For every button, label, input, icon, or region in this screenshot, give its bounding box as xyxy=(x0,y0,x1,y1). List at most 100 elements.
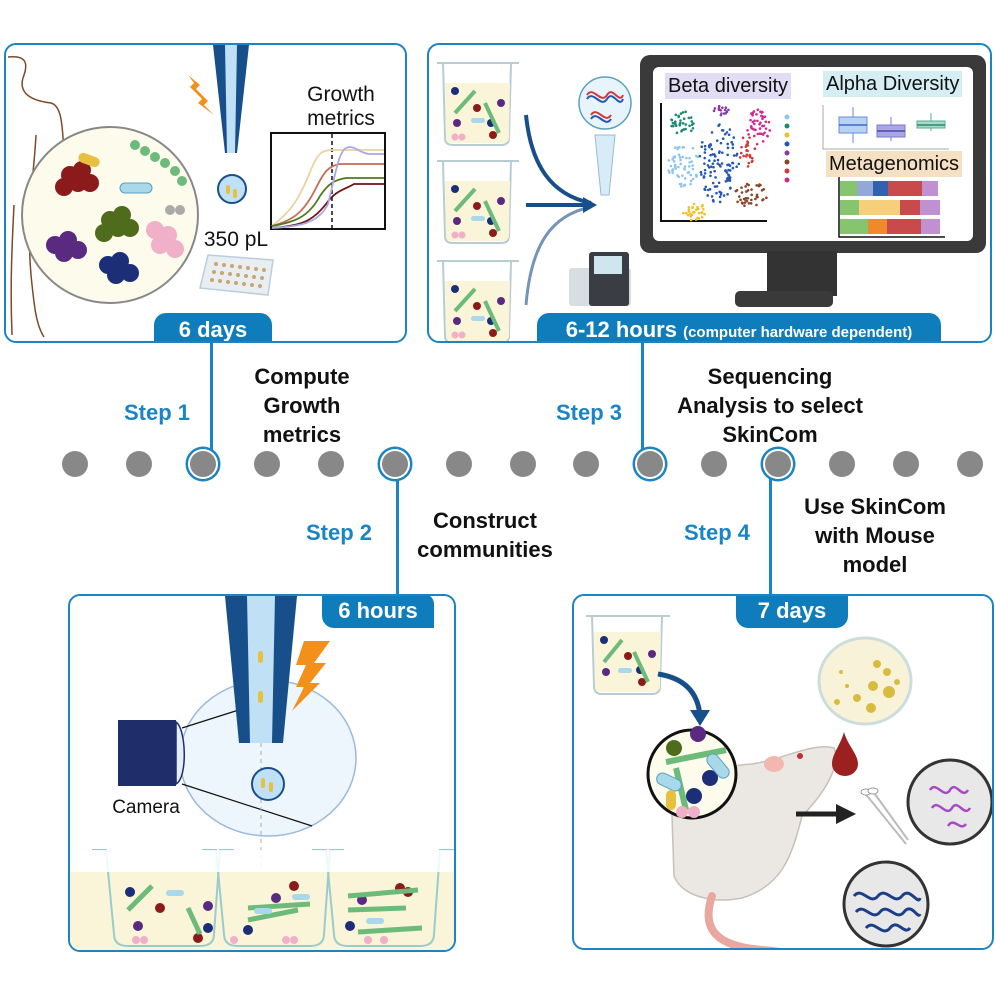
scatter-point xyxy=(764,127,768,130)
panel-step4: 7 days xyxy=(572,594,994,950)
scatter-point xyxy=(671,158,674,161)
scatter-point xyxy=(749,118,752,122)
legend-marker xyxy=(784,159,790,165)
scatter-point xyxy=(713,185,717,188)
growth-chart-title: Growth metrics xyxy=(307,83,375,130)
timeline-dot xyxy=(957,451,983,477)
scatter-point xyxy=(717,181,721,185)
scatter-point xyxy=(750,188,753,191)
scatter-point xyxy=(731,166,735,170)
scatter-point xyxy=(755,195,759,199)
growth-curve xyxy=(271,146,384,229)
scatter-point xyxy=(681,174,684,177)
scatter-point xyxy=(732,136,736,139)
scatter-point xyxy=(719,141,723,145)
scatter-point xyxy=(740,186,743,189)
panel-step2: Camera 6 hours xyxy=(68,594,456,952)
scatter-point xyxy=(689,173,693,177)
scatter-point xyxy=(670,124,673,128)
scatter-point xyxy=(670,118,673,121)
scatter-point xyxy=(687,165,691,168)
scatter-point xyxy=(677,165,680,169)
scatter-point xyxy=(743,198,747,201)
scatter-point xyxy=(688,124,691,128)
scatter-point xyxy=(725,110,729,114)
scatter-point xyxy=(688,156,691,160)
scatter-point xyxy=(691,206,695,209)
scatter-point xyxy=(703,168,707,172)
stacked-bar-segment xyxy=(921,219,940,234)
scatter-point xyxy=(746,140,749,143)
scatter-point xyxy=(694,208,698,211)
scatter-point xyxy=(674,124,678,128)
duration-badge-step1: 6 days xyxy=(154,313,272,341)
micropipette-needle-icon xyxy=(213,45,249,153)
droplet-icon xyxy=(217,174,247,204)
culture-beakers-icon xyxy=(435,62,521,341)
monitor-base xyxy=(735,291,833,307)
step3-description: Sequencing Analysis to select SkinCom xyxy=(677,364,863,447)
duration-note-step3: (computer hardware dependent) xyxy=(683,324,913,341)
scatter-point xyxy=(709,142,712,146)
duration-badge-step3: 6-12 hours (computer hardware dependent) xyxy=(537,313,941,341)
scatter-point xyxy=(700,205,704,208)
scatter-point xyxy=(731,161,734,165)
scatter-point xyxy=(672,160,676,163)
scatter-point xyxy=(683,177,687,180)
legend-marker xyxy=(784,123,790,129)
scatter-point xyxy=(681,111,685,114)
scatter-point xyxy=(755,193,759,197)
scatter-point xyxy=(695,154,698,158)
scatter-point xyxy=(758,122,761,126)
swab-icon xyxy=(860,787,909,845)
scatter-point xyxy=(688,161,691,164)
scatter-point xyxy=(755,184,759,187)
scatter-point xyxy=(740,201,744,205)
camera-icon xyxy=(118,720,185,786)
scatter-point xyxy=(727,108,730,112)
step1-description: Compute Growth metrics xyxy=(254,364,350,447)
scatter-point xyxy=(681,122,685,125)
scatter-point xyxy=(681,155,685,159)
legend-marker xyxy=(784,150,790,156)
scatter-point xyxy=(719,165,722,168)
scatter-point xyxy=(690,160,694,163)
stacked-bar-segment xyxy=(868,219,887,234)
scatter-point xyxy=(683,167,686,171)
scatter-point xyxy=(718,200,722,204)
scatter-point xyxy=(673,146,677,149)
scatter-point xyxy=(713,169,716,173)
dna-sample-circle-icon xyxy=(842,860,930,948)
scatter-point xyxy=(703,162,706,165)
pooling-arrows-icon xyxy=(524,114,597,306)
petri-dish-icon xyxy=(817,636,913,726)
scatter-point xyxy=(758,127,762,130)
scatter-point xyxy=(710,195,714,198)
scatter-point xyxy=(755,113,758,116)
scatter-point xyxy=(689,179,693,183)
stacked-bar-segment xyxy=(922,181,938,196)
scatter-point xyxy=(727,133,731,137)
scatter-point xyxy=(748,136,751,139)
scatter-point xyxy=(682,117,686,121)
growth-curves-chart xyxy=(270,132,386,230)
scatter-point xyxy=(687,116,691,120)
scatter-point xyxy=(679,182,683,186)
scatter-point xyxy=(745,190,748,193)
scatter-point xyxy=(679,112,683,115)
scatter-point xyxy=(691,164,694,167)
scatter-point xyxy=(682,211,685,215)
scatter-point xyxy=(703,151,707,154)
camera-sightlines xyxy=(181,707,313,827)
scatter-point xyxy=(735,188,739,192)
scatter-point xyxy=(675,131,679,135)
metagenomics-stacked-bars xyxy=(838,177,945,238)
scatter-point xyxy=(745,149,748,152)
scatter-point xyxy=(720,128,724,132)
scatter-point xyxy=(750,160,754,164)
panel-step1: 350 pL Growth metrics 6 days xyxy=(4,43,407,343)
scatter-point xyxy=(703,188,707,191)
scatter-point xyxy=(750,156,754,160)
scatter-point xyxy=(723,132,727,136)
timeline-dot-step xyxy=(381,451,408,477)
